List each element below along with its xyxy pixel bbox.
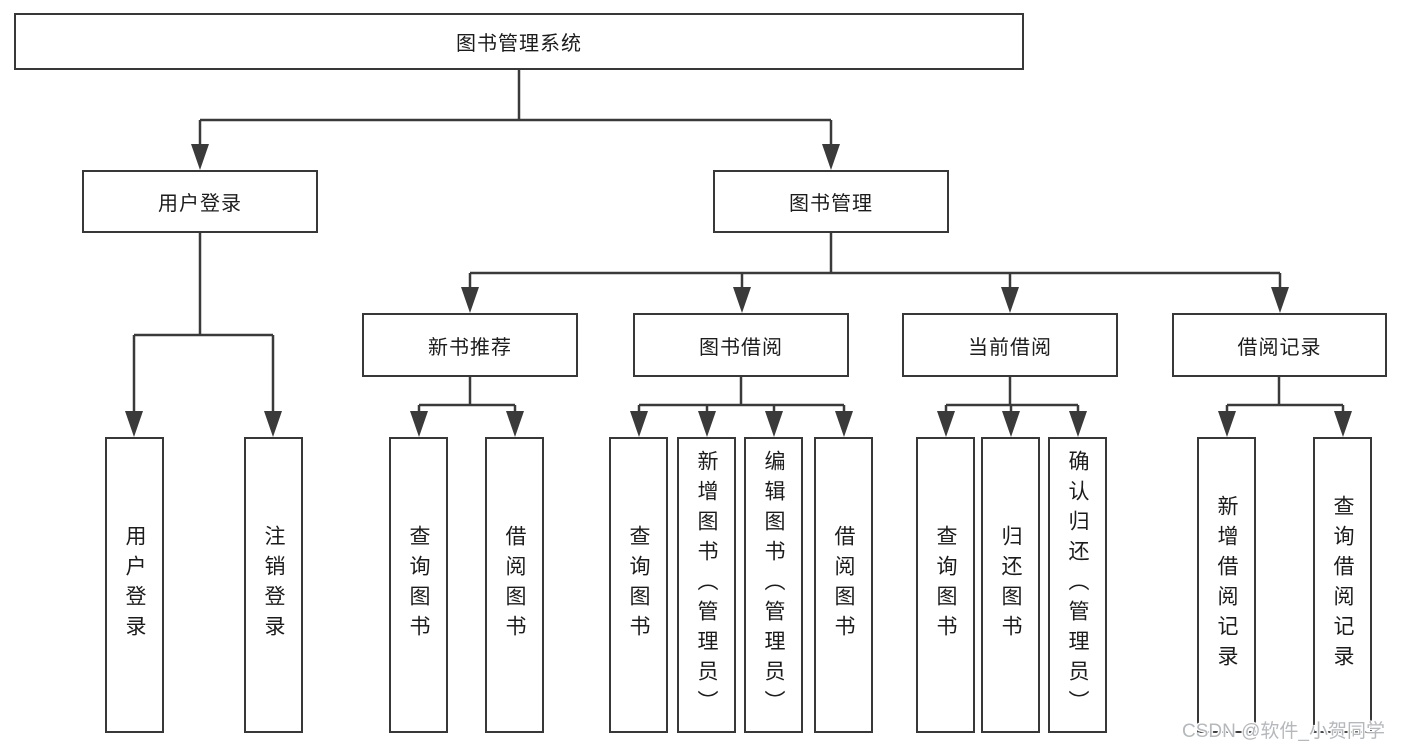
leaf-return-books-label: 归还图书 [999, 525, 1022, 645]
node-root: 图书管理系统 [14, 13, 1024, 70]
node-current-borrow-label: 当前借阅 [968, 336, 1052, 359]
leaf-query-books-recommend-label: 查询图书 [407, 525, 430, 645]
node-book-management: 图书管理 [713, 170, 949, 233]
leaf-query-books-current-label: 查询图书 [934, 525, 957, 645]
arrowhead [506, 411, 524, 437]
leaf-add-borrow-record: 新增借阅记录 [1197, 437, 1256, 733]
arrowhead [835, 411, 853, 437]
node-borrow-records-label: 借阅记录 [1237, 336, 1322, 359]
arrowhead [822, 144, 840, 170]
arrowhead [1069, 411, 1087, 437]
connector-book-management-to-level3 [461, 233, 1289, 313]
csdn-watermark: CSDN @软件_小贺同学 [1182, 721, 1385, 742]
leaf-edit-books-admin-label: 编辑图书（管理员） [762, 450, 785, 720]
arrowhead [698, 411, 716, 437]
node-new-book-recommend-label: 新书推荐 [428, 336, 512, 359]
arrowhead [191, 144, 209, 170]
leaf-query-books-borrow-label: 查询图书 [627, 525, 650, 645]
node-borrow-records: 借阅记录 [1172, 313, 1387, 377]
leaf-user-login-label: 用户登录 [123, 525, 146, 645]
node-book-management-label: 图书管理 [789, 193, 873, 215]
leaf-add-books-admin: 新增图书（管理员） [677, 437, 736, 733]
leaf-logout: 注销登录 [244, 437, 303, 733]
leaf-query-books-recommend: 查询图书 [389, 437, 448, 733]
arrowhead [1271, 287, 1289, 313]
connector-root-to-level2 [191, 70, 840, 170]
arrowhead [937, 411, 955, 437]
leaf-query-borrow-record-label: 查询借阅记录 [1331, 495, 1354, 675]
node-user-login-label: 用户登录 [158, 193, 242, 215]
leaf-edit-books-admin: 编辑图书（管理员） [744, 437, 803, 733]
leaf-borrow-books-recommend: 借阅图书 [485, 437, 544, 733]
arrowhead [410, 411, 428, 437]
connector-book-borrow-to-children [630, 377, 853, 437]
connector-user-login-to-children [125, 233, 282, 437]
leaf-borrow-books-recommend-label: 借阅图书 [503, 525, 526, 645]
arrowhead [1001, 287, 1019, 313]
node-book-borrow: 图书借阅 [633, 313, 849, 377]
connector-new-book-recommend-to-children [410, 377, 524, 437]
leaf-add-borrow-record-label: 新增借阅记录 [1215, 495, 1238, 675]
leaf-user-login: 用户登录 [105, 437, 164, 733]
leaf-borrow-books-borrow-label: 借阅图书 [832, 525, 855, 645]
node-current-borrow: 当前借阅 [902, 313, 1118, 377]
arrowhead [630, 411, 648, 437]
arrowhead [765, 411, 783, 437]
leaf-confirm-return-admin-label: 确认归还（管理员） [1066, 450, 1089, 720]
arrowhead [1218, 411, 1236, 437]
leaf-logout-label: 注销登录 [262, 525, 285, 645]
arrowhead [125, 411, 143, 437]
leaf-query-borrow-record: 查询借阅记录 [1313, 437, 1372, 733]
arrowhead [461, 287, 479, 313]
leaf-return-books: 归还图书 [981, 437, 1040, 733]
leaf-query-books-current: 查询图书 [916, 437, 975, 733]
node-book-borrow-label: 图书借阅 [699, 336, 783, 359]
arrowhead [733, 287, 751, 313]
leaf-confirm-return-admin: 确认归还（管理员） [1048, 437, 1107, 733]
arrowhead [1002, 411, 1020, 437]
leaf-query-books-borrow: 查询图书 [609, 437, 668, 733]
leaf-borrow-books-borrow: 借阅图书 [814, 437, 873, 733]
node-user-login: 用户登录 [82, 170, 318, 233]
node-new-book-recommend: 新书推荐 [362, 313, 578, 377]
node-root-label: 图书管理系统 [456, 33, 582, 55]
arrowhead [264, 411, 282, 437]
connector-borrow-records-to-children [1218, 377, 1352, 437]
leaf-add-books-admin-label: 新增图书（管理员） [695, 450, 718, 720]
arrowhead [1334, 411, 1352, 437]
connector-current-borrow-to-children [937, 377, 1087, 437]
